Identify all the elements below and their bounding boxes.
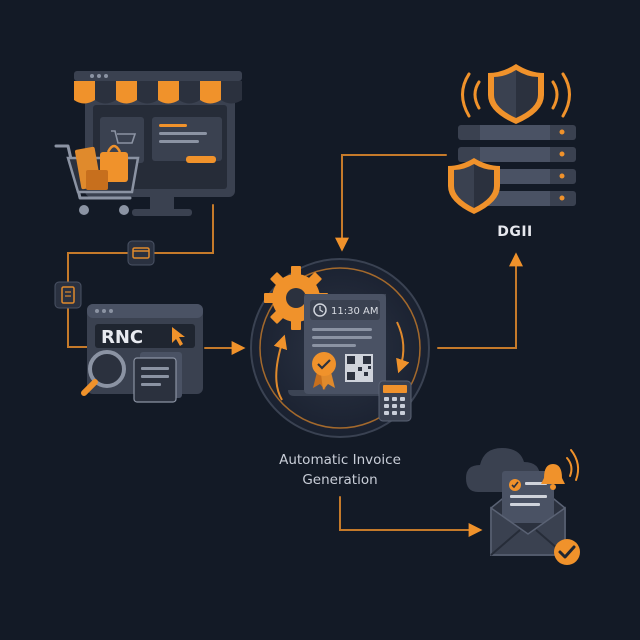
- shield-icon-secondary: [448, 158, 500, 214]
- invoice-receipt-icon: 11:30 AM: [288, 294, 386, 396]
- calculator-icon: [378, 380, 412, 422]
- connector-dgii-to-generation: [335, 154, 447, 252]
- magnifier-icon: [81, 350, 126, 396]
- generation-label-line2: Generation: [302, 472, 378, 488]
- award-seal-icon: [312, 352, 336, 390]
- document-icon: [54, 281, 82, 309]
- shield-icon: [461, 64, 571, 124]
- check-badge-icon: [554, 539, 580, 565]
- connector-lines: [67, 154, 523, 537]
- dgii-label: DGII: [497, 224, 533, 240]
- cursor-icon: [172, 327, 185, 346]
- document-stack-icon: [133, 352, 182, 403]
- time-label: 11:30 AM: [331, 306, 378, 317]
- bell-icon: [541, 449, 580, 490]
- connector-generation-to-dgii: [437, 252, 523, 349]
- connector-store-to-rnc: [67, 204, 214, 348]
- shopping-cart-icon: [54, 144, 140, 215]
- generation-label: Automatic Invoice Generation: [250, 450, 430, 490]
- connector-generation-to-email: [339, 496, 483, 537]
- generation-label-line1: Automatic Invoice: [279, 452, 401, 468]
- clock-icon: [313, 303, 327, 317]
- qr-code-icon: [345, 354, 373, 382]
- rnc-label: RNC: [101, 327, 143, 348]
- online-store-icon: [74, 71, 242, 216]
- payment-card-icon: [127, 240, 155, 266]
